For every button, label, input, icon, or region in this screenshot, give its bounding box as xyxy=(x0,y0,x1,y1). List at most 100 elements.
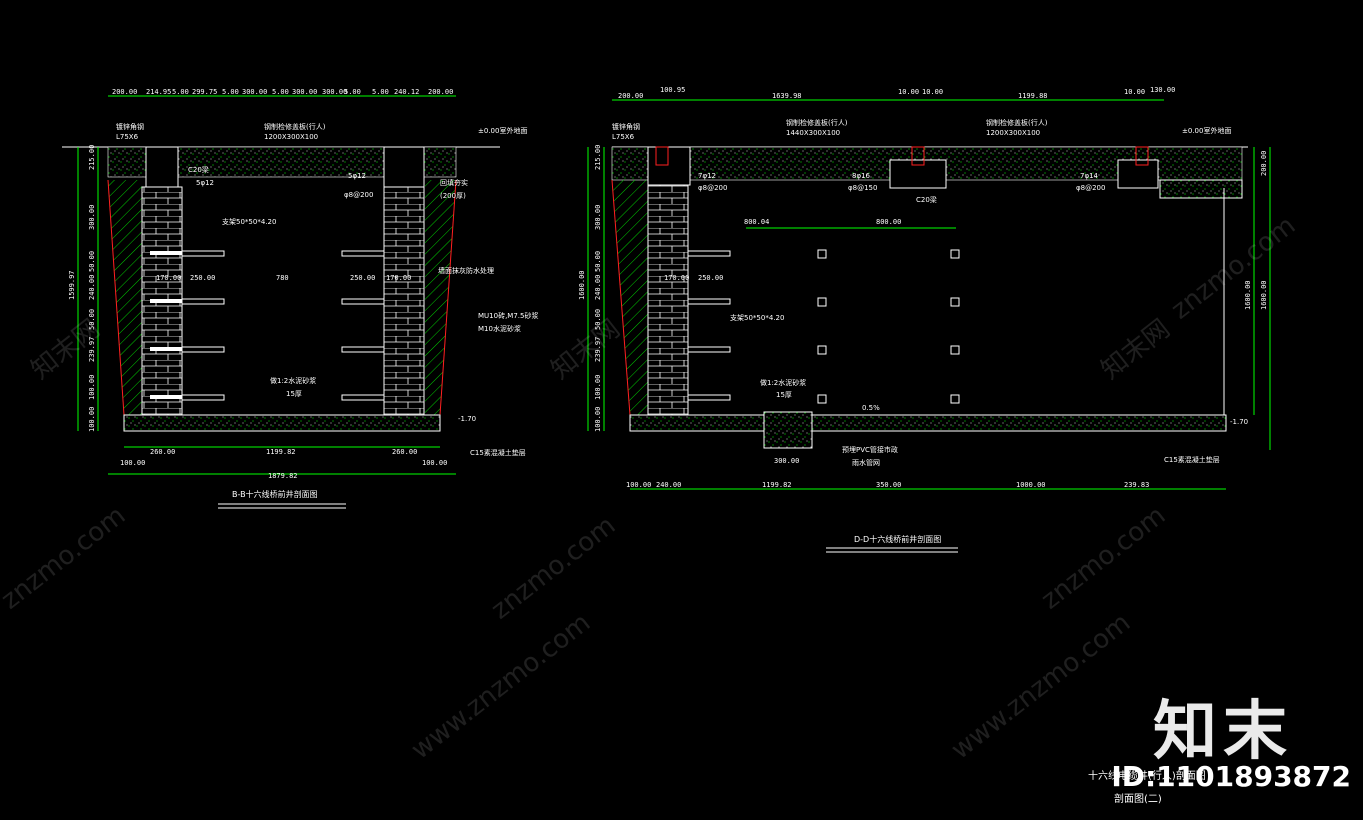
label-grade: ±0.00室外地面 xyxy=(478,126,527,135)
dim-label: 300.00 xyxy=(292,88,317,96)
watermark-site: znzmo.com xyxy=(1166,211,1301,326)
label-cushion: C15素混凝土垫层 xyxy=(1164,455,1220,464)
left-brackets xyxy=(150,250,385,401)
dim-label: 1199.82 xyxy=(762,481,792,489)
dim-label: 50.00 xyxy=(594,251,602,272)
dim-label: 100.00 xyxy=(422,459,447,467)
overall-height: 1600.00 xyxy=(578,270,586,300)
label-stirrup-c: φ8@200 xyxy=(1076,184,1105,192)
dim-label: 170.00 xyxy=(664,274,689,282)
dim-label: 215.00 xyxy=(88,145,96,170)
overall-width: 1879.82 xyxy=(268,472,298,480)
left-section-title: B-B十六线桥前井剖面图 xyxy=(232,489,318,499)
dim-label: 170.00 xyxy=(156,274,181,282)
dim-label: 200.00 xyxy=(112,88,137,96)
label-elev: -1.70 xyxy=(458,415,476,423)
label-cushion: C15素混凝土垫层 xyxy=(470,448,526,457)
dim-label: 350.00 xyxy=(876,481,901,489)
dim-label: 5.00 xyxy=(172,88,189,96)
dim-label: 5.00 xyxy=(272,88,289,96)
dim-label: 10.00 xyxy=(922,88,943,96)
watermark-site: www.znzmo.com xyxy=(946,608,1136,766)
overall-height: 1599.97 xyxy=(68,270,76,300)
label-bracket: 支架50*50*4.20 xyxy=(222,217,276,226)
left-top-dims: 200.00 214.95 5.00 299.75 5.00 300.00 5.… xyxy=(112,88,453,96)
dim-label: 260.00 xyxy=(392,448,417,456)
dim-label: 239.97 xyxy=(88,337,96,362)
dim-label: 300.00 xyxy=(774,457,799,465)
label-angle-steel: 镀锌角钢 xyxy=(612,122,640,131)
right-openings xyxy=(817,249,960,404)
dim-label: 1000.00 xyxy=(1016,481,1046,489)
dim-label: 1639.98 xyxy=(772,92,802,100)
label-floor-thk: 15厚 xyxy=(286,390,302,398)
label-grade: ±0.00室外地面 xyxy=(1182,126,1231,135)
dim-label: 239.83 xyxy=(1124,481,1149,489)
dim-label: 800.00 xyxy=(876,218,901,226)
label-slope: 0.5% xyxy=(862,404,880,412)
left-section: 200.00 214.95 5.00 299.75 5.00 300.00 5.… xyxy=(62,88,538,509)
label-drain2: 雨水管网 xyxy=(852,458,880,467)
right-top-dims: 200.00 100.95 1639.98 10.00 10.00 1199.8… xyxy=(618,86,1175,100)
dim-label: 260.00 xyxy=(150,448,175,456)
left-labels: 镀锌角钢 L75X6 钢制检修盖板(行人) 1200X300X100 ±0.00… xyxy=(116,122,538,457)
dim-label: 5.00 xyxy=(372,88,389,96)
watermark-site: znzmo.com xyxy=(486,511,621,626)
dim-label: 50.00 xyxy=(88,309,96,330)
dim-label: 50.00 xyxy=(594,309,602,330)
dim-label: 1600.00 xyxy=(1244,280,1252,310)
dim-label: 1199.82 xyxy=(266,448,296,456)
right-right-dims: 200.00 1600.00 1600.00 xyxy=(1244,151,1268,310)
dim-label: 300.00 xyxy=(322,88,347,96)
label-rebar-c: 7φ14 xyxy=(1080,172,1099,180)
right-labels: 镀锌角钢 L75X6 钢制检修盖板(行人) 1440X300X100 钢制检修盖… xyxy=(612,118,1248,467)
dim-label: 5.00 xyxy=(344,88,361,96)
label-cover-b-size: 1200X300X100 xyxy=(986,129,1040,137)
dim-label: 240.00 xyxy=(594,275,602,300)
left-bottom-dims: 260.00 1199.82 260.00 100.00 100.00 1879… xyxy=(120,448,447,480)
label-rebar-b: 5φ12 xyxy=(348,172,366,180)
label-backfill-note: (200厚) xyxy=(440,192,466,200)
dim-label: 200.00 xyxy=(618,92,643,100)
label-rebar-b: 8φ16 xyxy=(852,172,871,180)
right-section-title: D-D十六线桥前井剖面图 xyxy=(854,534,941,544)
dim-label: 100.00 xyxy=(594,407,602,432)
watermark-brand: 知末网 xyxy=(546,314,626,386)
dim-label: 250.00 xyxy=(190,274,215,282)
dim-label: 215.00 xyxy=(594,145,602,170)
dim-label: 100.00 xyxy=(626,481,651,489)
resource-id: ID:1101893872 xyxy=(1111,760,1351,793)
label-backfill: 回填夯实 xyxy=(440,178,468,187)
dim-label: 300.00 xyxy=(242,88,267,96)
watermark-site: znzmo.com xyxy=(1036,501,1171,616)
label-rebar-a: 7φ12 xyxy=(698,172,716,180)
label-stirrup-a: φ8@200 xyxy=(698,184,727,192)
brand-logo: 知末 xyxy=(1153,695,1293,769)
label-bracket: 支架50*50*4.20 xyxy=(730,313,784,322)
label-floor-thk: 15厚 xyxy=(776,391,792,399)
dim-label: 300.00 xyxy=(594,205,602,230)
right-section: 200.00 100.95 1639.98 10.00 10.00 1199.8… xyxy=(578,86,1271,553)
dim-label: 100.00 xyxy=(88,407,96,432)
dim-label: 1199.88 xyxy=(1018,92,1048,100)
label-rebar-a: 5φ12 xyxy=(196,179,214,187)
watermark-site: znzmo.com xyxy=(0,501,131,616)
sheet-title-line1: 十六线电缆井(行人)剖面图 xyxy=(1088,771,1206,782)
dim-label: 50.00 xyxy=(88,251,96,272)
dim-label: 10.00 xyxy=(1124,88,1145,96)
dim-label: 5.00 xyxy=(222,88,239,96)
label-floor-mortar: 做1:2水泥砂浆 xyxy=(270,376,316,385)
watermark-brand: 知末网 xyxy=(1096,314,1176,386)
dim-label: 300.00 xyxy=(88,205,96,230)
dim-label: 100.00 xyxy=(594,375,602,400)
right-bottom-dims: 100.00 240.00 1199.82 350.00 1000.00 239… xyxy=(626,481,1149,489)
dim-label: 250.00 xyxy=(698,274,723,282)
label-floor-mortar: 做1:2水泥砂浆 xyxy=(760,378,806,387)
label-stirrup: φ8@200 xyxy=(344,191,373,199)
watermark-site: www.znzmo.com xyxy=(406,608,596,766)
dim-label: 299.75 xyxy=(192,88,217,96)
label-stirrup-b: φ8@150 xyxy=(848,184,877,192)
label-drain: 预埋PVC管接市政 xyxy=(842,445,898,454)
dim-label: 100.00 xyxy=(120,459,145,467)
